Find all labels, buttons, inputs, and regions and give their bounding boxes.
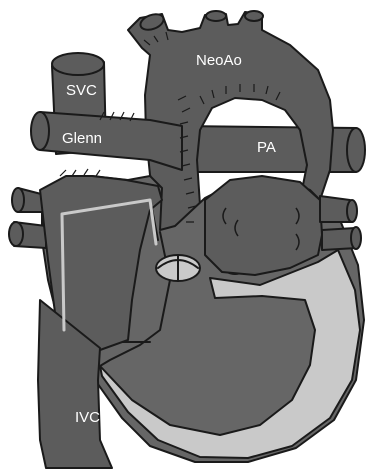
pulmonary-vein-end: [351, 227, 361, 249]
label-neoao: NeoAo: [196, 52, 242, 69]
aortic-branch: [206, 11, 226, 21]
pulmonary-artery-end: [347, 128, 365, 172]
label-pa: PA: [257, 139, 276, 156]
label-svc: SVC: [66, 82, 97, 99]
svc-opening: [52, 53, 104, 75]
aortic-branch: [245, 11, 263, 21]
label-ivc: IVC: [75, 409, 100, 426]
left-atrium: [205, 176, 322, 275]
glenn-opening: [31, 112, 49, 150]
label-glenn: Glenn: [62, 130, 102, 147]
pulmonary-vein-end: [9, 222, 23, 246]
pulmonary-vein-end: [12, 188, 24, 212]
pulmonary-vein-end: [347, 200, 357, 222]
